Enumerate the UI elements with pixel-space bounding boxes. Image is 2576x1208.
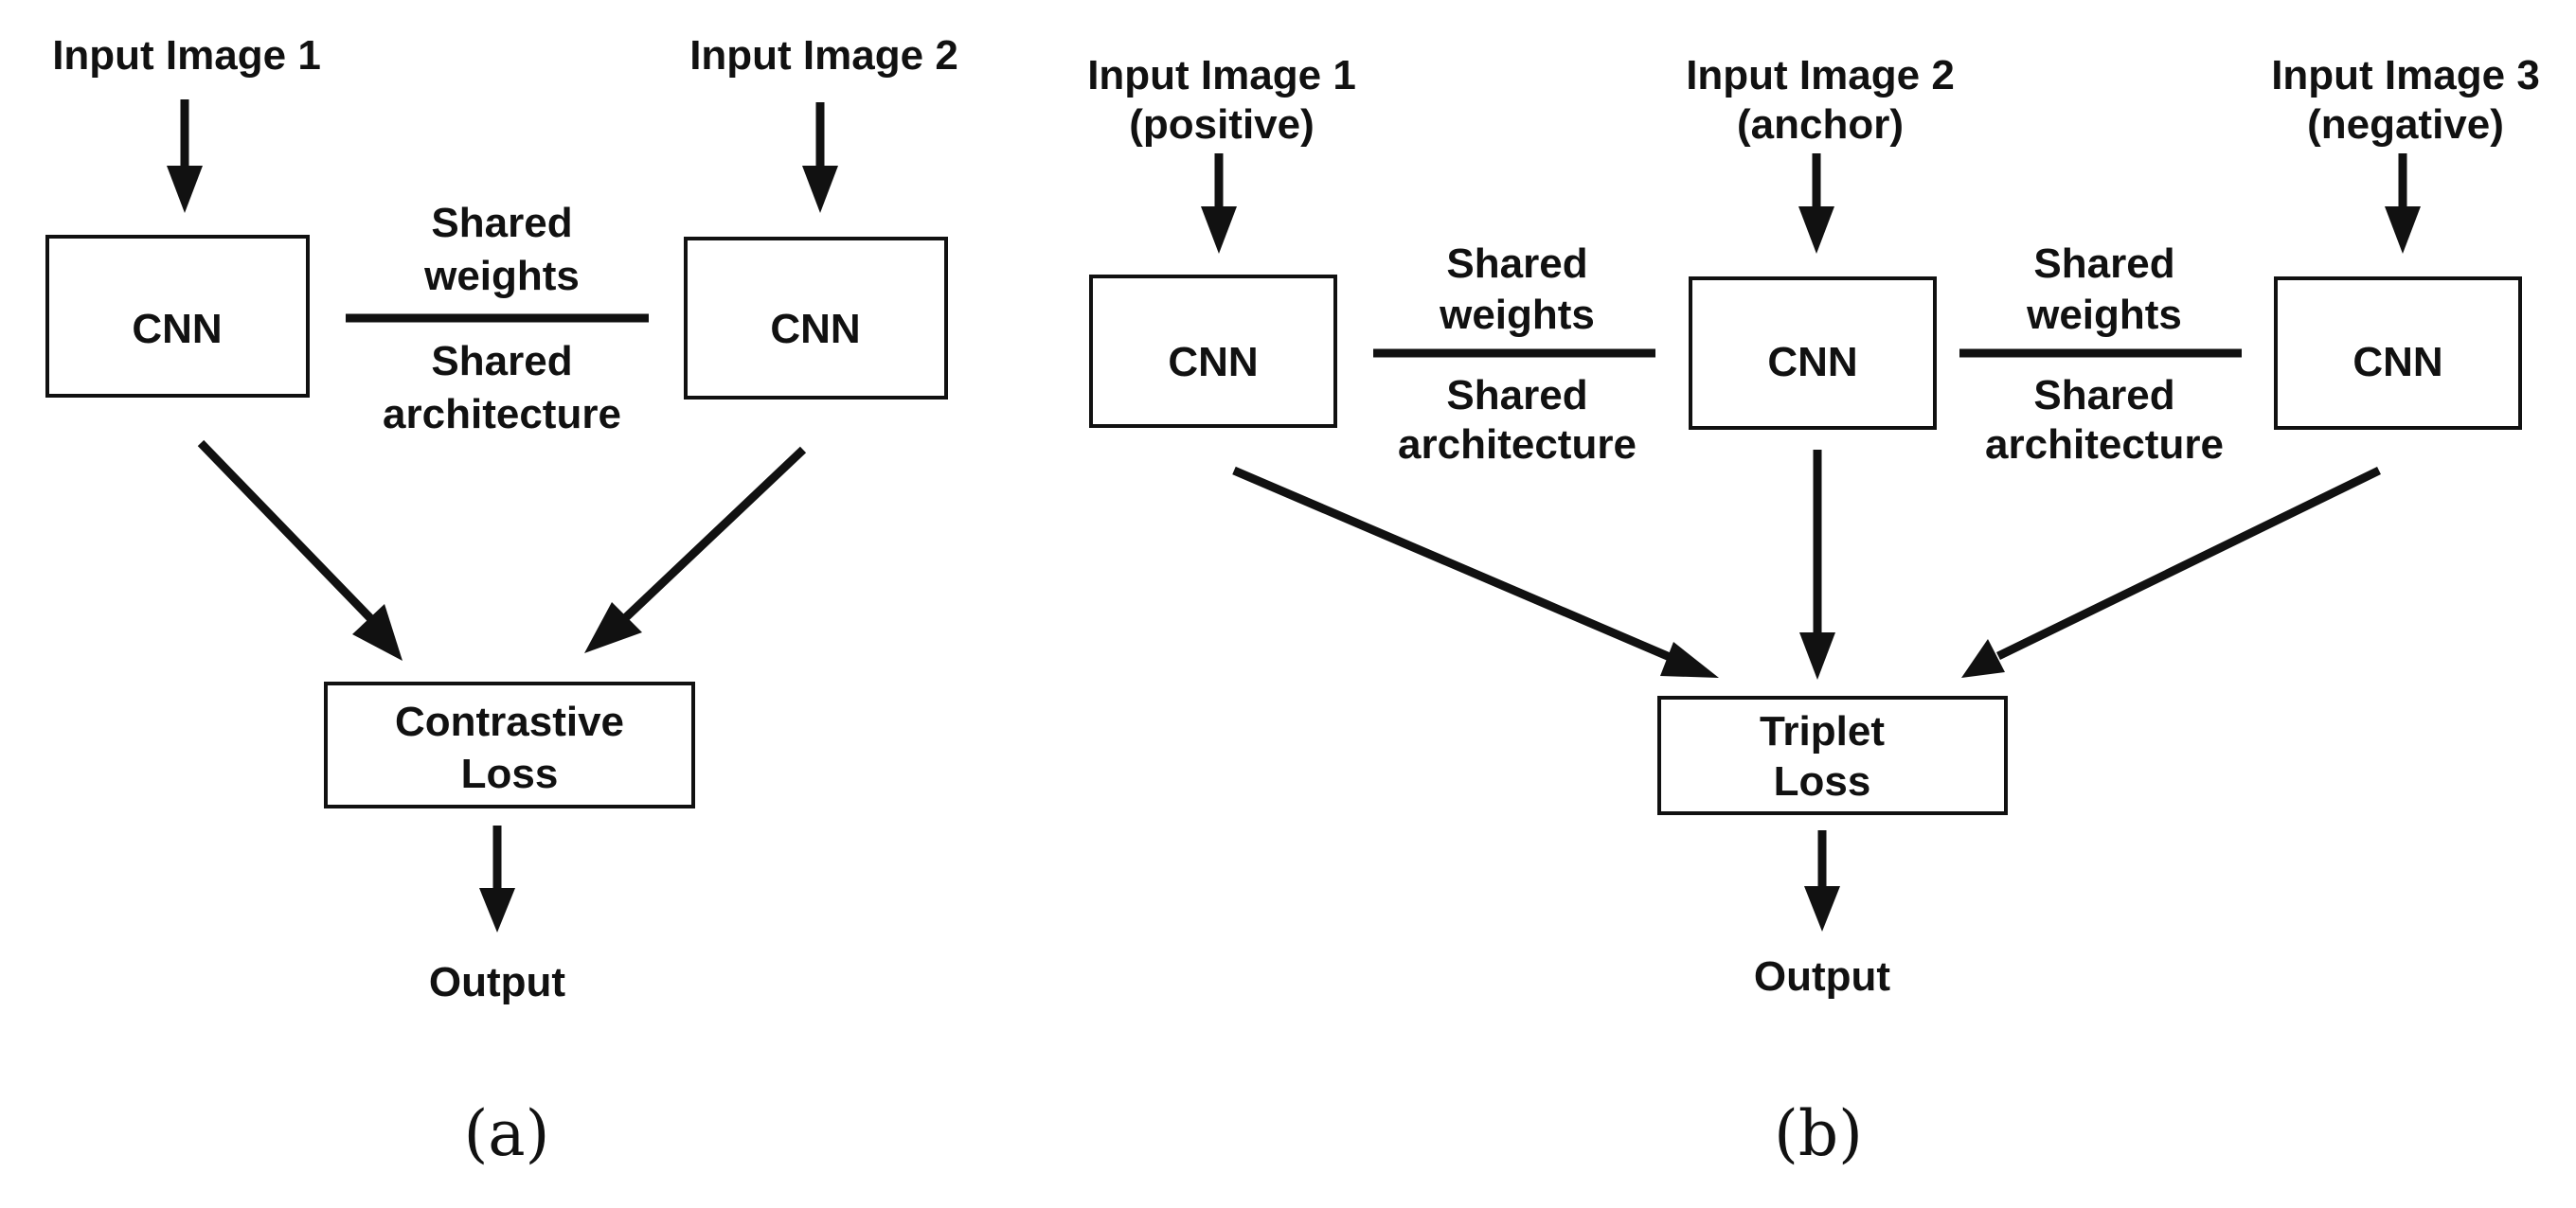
panel-a-shared-weights-line-1: Shared xyxy=(431,200,572,246)
panel-a-cnn-2-to-loss-arrow xyxy=(584,446,807,653)
panel-b-cnn-3-to-loss-arrow xyxy=(1961,466,2381,678)
panel-b-cnn-box-3 xyxy=(2274,276,2522,430)
panel-b-loss-label-line-2: Loss xyxy=(1774,758,1871,805)
panel-b-loss-label-line-1: Triplet xyxy=(1760,708,1885,755)
panel-a-caption: (a) xyxy=(464,1097,550,1170)
panel-a-cnn-box-2 xyxy=(684,237,948,400)
panel-b-input-3-arrow xyxy=(2385,153,2421,254)
panel-b-cnn-2-to-loss-arrow xyxy=(1799,450,1835,680)
panel-b-input-2-label-line-1: Input Image 2 xyxy=(1686,52,1955,98)
panel-a-input-1-label: Input Image 1 xyxy=(52,32,321,79)
panel-b-shared-left-architecture-line-1: Shared xyxy=(1446,372,1587,418)
panel-b-input-2-arrow xyxy=(1798,153,1834,254)
panel-a-shared-architecture-line-1: Shared xyxy=(431,338,572,384)
panel-a-contrastive-loss-box xyxy=(324,682,695,808)
panel-b-cnn-label-1: CNN xyxy=(1168,339,1258,385)
panel-a-input-1-arrow xyxy=(167,99,203,213)
panel-a-output-label: Output xyxy=(429,959,566,1005)
panel-b-shared-right-weights-line-1: Shared xyxy=(2033,240,2174,287)
panel-b-input-1-label-line-1: Input Image 1 xyxy=(1087,52,1356,98)
panel-b-triplet-loss-box xyxy=(1657,696,2008,815)
panel-a: Input Image 1 Input Image 2 CNN CNN Shar… xyxy=(45,32,958,1170)
panel-b-input-2-label-line-2: (anchor) xyxy=(1737,101,1904,148)
panel-b-cnn-1-to-loss-arrow xyxy=(1232,466,1719,678)
panel-b-output-label: Output xyxy=(1754,953,1891,1000)
panel-a-cnn-label-1: CNN xyxy=(132,306,222,352)
panel-a-cnn-box-1 xyxy=(45,235,310,398)
panel-a-input-2-label: Input Image 2 xyxy=(689,32,958,79)
panel-b: Input Image 1 (positive) Input Image 2 (… xyxy=(1087,52,2540,1170)
panel-b-shared-left-architecture-line-2: architecture xyxy=(1398,421,1637,468)
panel-b-input-1-arrow xyxy=(1201,153,1237,254)
panel-b-cnn-box-2 xyxy=(1689,276,1937,430)
panel-a-output-arrow xyxy=(479,826,515,933)
panel-b-shared-right-architecture-line-2: architecture xyxy=(1985,421,2224,468)
panel-a-input-2-arrow xyxy=(802,102,838,213)
panel-b-input-3-label-line-1: Input Image 3 xyxy=(2271,52,2540,98)
panel-b-shared-left-weights-line-1: Shared xyxy=(1446,240,1587,287)
panel-a-loss-label-line-1: Contrastive xyxy=(395,699,624,745)
panel-b-cnn-box-1 xyxy=(1089,275,1337,428)
panel-a-cnn-1-to-loss-arrow xyxy=(197,439,402,661)
panel-b-cnn-label-2: CNN xyxy=(1767,339,1857,385)
panel-b-shared-left-weights-line-2: weights xyxy=(1439,292,1595,338)
panel-b-output-arrow xyxy=(1804,830,1840,932)
panel-a-loss-label-line-2: Loss xyxy=(461,751,559,797)
panel-a-cnn-label-2: CNN xyxy=(770,306,860,352)
panel-a-shared-weights-line-2: weights xyxy=(423,253,580,299)
panel-b-caption: (b) xyxy=(1774,1097,1863,1170)
panel-a-shared-architecture-line-2: architecture xyxy=(383,391,621,437)
panel-b-input-3-label-line-2: (negative) xyxy=(2307,101,2504,148)
panel-b-input-1-label-line-2: (positive) xyxy=(1129,101,1315,148)
panel-b-cnn-label-3: CNN xyxy=(2352,339,2442,385)
panel-b-shared-right-architecture-line-1: Shared xyxy=(2033,372,2174,418)
panel-b-shared-right-weights-line-2: weights xyxy=(2026,292,2182,338)
